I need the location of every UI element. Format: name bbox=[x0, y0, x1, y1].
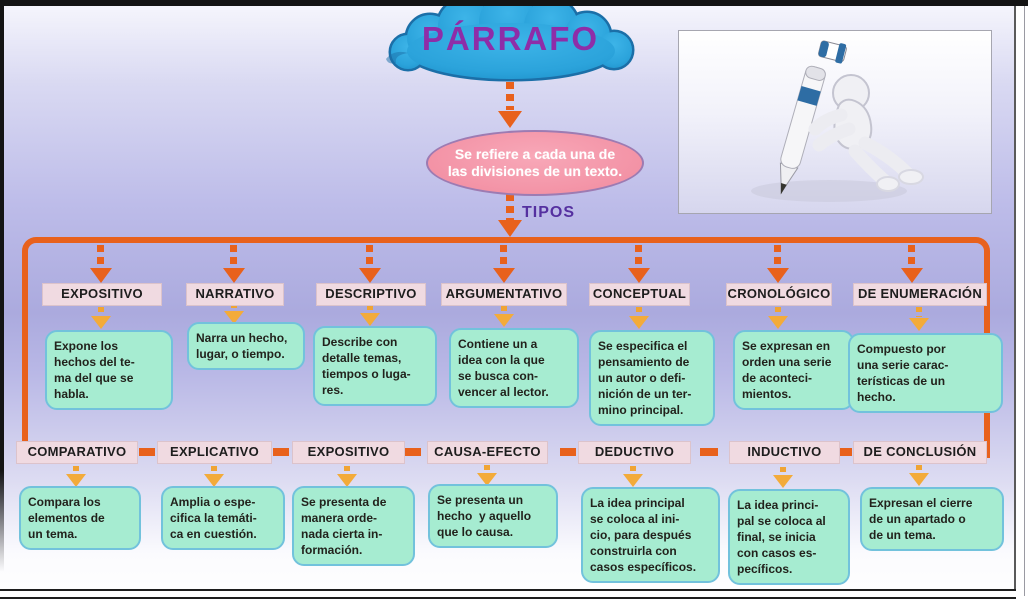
type-label-de-conclusion: DE CONCLUSIÓN bbox=[853, 441, 987, 464]
dotted-arrow-shaft bbox=[506, 194, 514, 220]
dotted-arrow-shaft bbox=[916, 307, 922, 317]
dotted-arrow-shaft bbox=[774, 245, 781, 268]
writing-figure-illustration bbox=[678, 30, 992, 214]
arrow-down-icon bbox=[66, 474, 86, 487]
arrow-down-icon bbox=[901, 268, 923, 283]
type-label-conceptual: CONCEPTUAL bbox=[589, 283, 690, 306]
description-box: Expone los hechos del te- ma del que se … bbox=[45, 330, 173, 410]
frame-right-inner-line bbox=[1024, 6, 1025, 596]
connector-bar bbox=[839, 448, 852, 456]
type-label-comparativo: COMPARATIVO bbox=[16, 441, 138, 464]
description-box: Contiene un a idea con la que se busca c… bbox=[449, 328, 579, 408]
cloud-shape-icon bbox=[368, 0, 653, 84]
type-label-expositivo: EXPOSITIVO bbox=[42, 283, 162, 306]
frame-left-border bbox=[0, 6, 4, 572]
dotted-arrow-shaft bbox=[630, 466, 636, 474]
description-box: Se presenta de manera orde- nada cierta … bbox=[292, 486, 415, 566]
description-box: Se especifica el pensamiento de un autor… bbox=[589, 330, 715, 426]
type-label-inductivo: INDUCTIVO bbox=[729, 441, 840, 464]
arrow-down-icon bbox=[494, 314, 514, 327]
description-box: Se presenta un hecho y aquello que lo ca… bbox=[428, 484, 558, 548]
frame-bottom-border bbox=[0, 589, 1016, 599]
type-label-descriptivo: DESCRIPTIVO bbox=[316, 283, 426, 306]
dotted-arrow-shaft bbox=[231, 303, 237, 311]
description-box: Expresan el cierre de un apartado o de u… bbox=[860, 487, 1004, 551]
dotted-arrow-shaft bbox=[73, 466, 79, 474]
dotted-arrow-shaft bbox=[908, 245, 915, 268]
dotted-arrow-shaft bbox=[635, 245, 642, 268]
connector-bar bbox=[560, 448, 576, 456]
type-label-narrativo: NARRATIVO bbox=[186, 283, 284, 306]
arrow-down-icon bbox=[498, 111, 522, 128]
arrow-down-icon bbox=[767, 268, 789, 283]
connector-bar bbox=[273, 448, 289, 456]
description-box: Compara los elementos de un tema. bbox=[19, 486, 141, 550]
dotted-arrow-shaft bbox=[97, 245, 104, 268]
description-box: La idea princi- pal se coloca al final, … bbox=[728, 489, 850, 585]
arrow-down-icon bbox=[91, 316, 111, 329]
type-label-argumentativo: ARGUMENTATIVO bbox=[441, 283, 567, 306]
frame-right-border bbox=[1014, 6, 1028, 602]
definition-text: Se refiere a cada una de las divisiones … bbox=[447, 146, 623, 179]
type-label-expositivo-2: EXPOSITIVO bbox=[292, 441, 405, 464]
type-label-explicativo: EXPLICATIVO bbox=[157, 441, 272, 464]
dotted-arrow-shaft bbox=[916, 465, 922, 473]
arrow-down-icon bbox=[909, 318, 929, 331]
type-label-deductivo: DEDUCTIVO bbox=[578, 441, 691, 464]
dotted-arrow-shaft bbox=[780, 467, 786, 475]
arrow-down-icon bbox=[493, 268, 515, 283]
description-box: Narra un hecho, lugar, o tiempo. bbox=[187, 322, 305, 370]
arrow-down-icon bbox=[360, 313, 380, 326]
connector-bar bbox=[405, 448, 421, 456]
dotted-arrow-shaft bbox=[98, 307, 104, 316]
arrow-down-icon bbox=[628, 268, 650, 283]
dotted-arrow-shaft bbox=[230, 245, 237, 268]
type-label-causa-efecto: CAUSA-EFECTO bbox=[427, 441, 548, 464]
description-box: Se expresan en orden una serie de aconte… bbox=[733, 330, 854, 410]
arrow-down-icon bbox=[623, 474, 643, 487]
type-label-de-enumeracion: DE ENUMERACIÓN bbox=[853, 283, 987, 306]
arrow-down-icon bbox=[768, 316, 788, 329]
dotted-arrow-shaft bbox=[506, 82, 514, 110]
arrow-down-icon bbox=[224, 311, 244, 324]
arrow-down-icon bbox=[909, 473, 929, 486]
dotted-arrow-shaft bbox=[344, 466, 350, 474]
connector-bar bbox=[139, 448, 155, 456]
description-box: Compuesto por una serie carac- terística… bbox=[848, 333, 1003, 413]
arrow-down-icon bbox=[773, 475, 793, 488]
dotted-arrow-shaft bbox=[484, 465, 490, 473]
branch-label: TIPOS bbox=[522, 204, 576, 221]
dotted-arrow-shaft bbox=[500, 245, 507, 268]
arrow-down-icon bbox=[477, 473, 497, 486]
description-box: Amplia o espe- cifica la temáti- ca en c… bbox=[161, 486, 285, 550]
definition-ellipse: Se refiere a cada una de las divisiones … bbox=[426, 130, 644, 196]
arrow-down-icon bbox=[498, 220, 522, 237]
connector-bar bbox=[700, 448, 718, 456]
frame-top-border bbox=[0, 0, 1028, 6]
arrow-down-icon bbox=[204, 474, 224, 487]
dotted-arrow-shaft bbox=[501, 306, 507, 314]
arrow-down-icon bbox=[223, 268, 245, 283]
dotted-arrow-shaft bbox=[211, 466, 217, 474]
description-box: Describe con detalle temas, tiempos o lu… bbox=[313, 326, 437, 406]
arrow-down-icon bbox=[90, 268, 112, 283]
arrow-down-icon bbox=[337, 474, 357, 487]
dotted-arrow-shaft bbox=[775, 307, 781, 316]
description-box: La idea principal se coloca al ini- cio,… bbox=[581, 487, 720, 583]
arrow-down-icon bbox=[629, 316, 649, 329]
dotted-arrow-shaft bbox=[366, 245, 373, 268]
dotted-arrow-shaft bbox=[636, 307, 642, 316]
arrow-down-icon bbox=[359, 268, 381, 283]
dotted-arrow-shaft bbox=[367, 305, 373, 313]
page-title: PÁRRAFO bbox=[421, 20, 600, 57]
type-label-cronologico: CRONOLÓGICO bbox=[726, 283, 832, 306]
